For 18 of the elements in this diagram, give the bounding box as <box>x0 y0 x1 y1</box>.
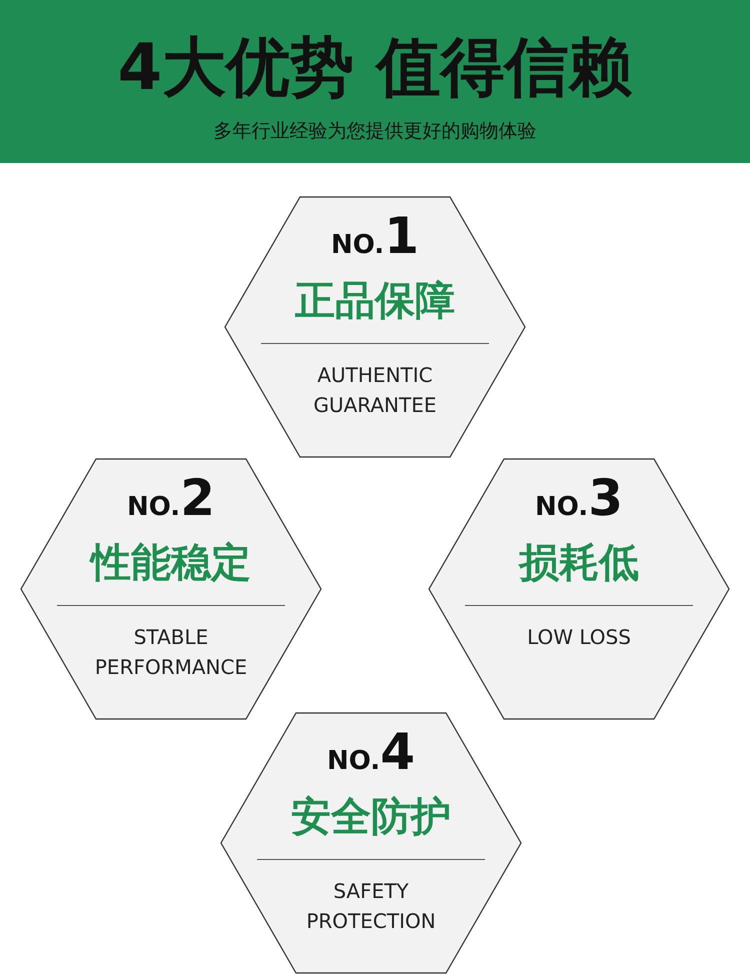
feature-title: 安全防护 <box>290 793 452 842</box>
title: 4大优势 值得信赖 <box>116 30 634 107</box>
hexagon-card <box>224 196 526 458</box>
number-label: NO.2 <box>126 472 216 529</box>
hexagon-card <box>20 458 322 720</box>
hexagon-card <box>428 458 730 720</box>
number-label: NO.3 <box>534 472 624 529</box>
subtitle: 多年行业经验为您提供更好的购物体验 <box>212 119 538 144</box>
feature-subtitle: AUTHENTIC GUARANTEE <box>312 362 438 419</box>
feature-title: 性能稳定 <box>88 539 252 588</box>
feature-subtitle: STABLE PERFORMANCE <box>94 624 248 681</box>
feature-subtitle: SAFETY PROTECTION <box>305 878 437 935</box>
number-label: NO.1 <box>330 210 420 267</box>
feature-subtitle: LOW LOSS <box>526 624 632 651</box>
feature-title: 正品保障 <box>294 277 456 326</box>
feature-title: 损耗低 <box>517 539 640 588</box>
hexagon-card <box>220 712 522 974</box>
number-label: NO.4 <box>326 726 416 783</box>
